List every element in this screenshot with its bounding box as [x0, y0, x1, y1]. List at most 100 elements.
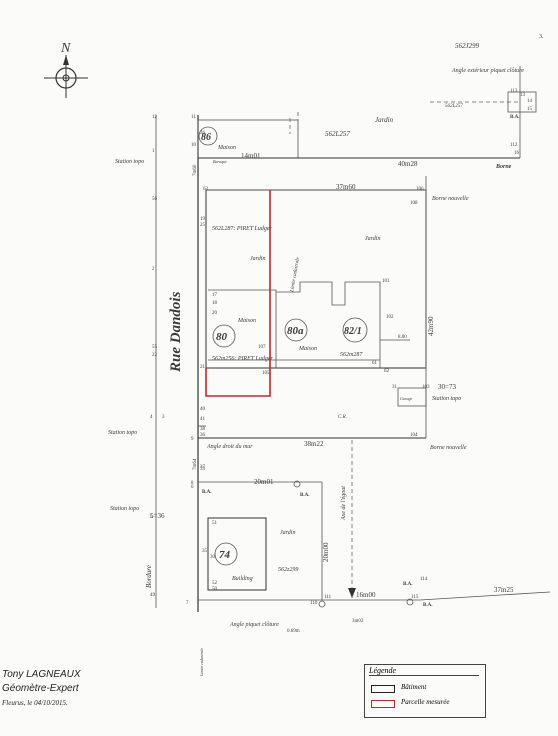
point-number: 35	[202, 549, 208, 554]
jardin-74-label: Jardin	[280, 530, 295, 536]
page-number: 3.	[539, 34, 544, 40]
point-number: 13	[520, 93, 526, 98]
parcel-80-circle	[212, 324, 236, 348]
point-number: 61	[372, 361, 378, 366]
surveyor-name: Tony LAGNEAUX	[2, 669, 81, 680]
point-number: 33	[200, 467, 206, 472]
limite-cadastrale-2: Limite cadastrale	[199, 648, 204, 677]
borne-nouvelle-2: Borne nouvelle	[430, 445, 467, 451]
ba-label-3: B.A.	[300, 493, 310, 498]
ba-label-5: B.A.	[423, 603, 433, 608]
point-number: 8	[191, 481, 194, 486]
cadastre-562l257: 562L257	[325, 130, 350, 138]
garage-label: Garage	[400, 396, 412, 401]
cr-label: C.R.	[338, 415, 347, 420]
building-74	[207, 517, 267, 591]
measure-7m64: 7m64	[193, 458, 198, 470]
surveyor-block: Tony LAGNEAUX Géomètre-Expert Fleurus, l…	[2, 668, 112, 710]
measure-5m36: 5=36	[150, 512, 165, 520]
measure-7m60: 7m60	[193, 164, 198, 176]
point-number: 2	[152, 267, 155, 272]
legend-parcel-swatch	[371, 700, 395, 708]
borne-label: Borne	[495, 164, 512, 170]
point-number: 10	[191, 143, 197, 148]
point-number: 37	[200, 465, 206, 470]
parcel-86-label: 86	[201, 132, 211, 143]
legend-item-building: Bâtiment	[401, 683, 427, 691]
point-number: 21	[200, 365, 206, 370]
point-number: 16	[514, 151, 520, 156]
measure-37m60: 37m60	[336, 183, 356, 191]
station-topo-1: Station topo	[115, 159, 144, 165]
point-number: 11	[191, 115, 196, 120]
point-number: 52	[212, 581, 218, 586]
angle-exterieur-label: Angle extérieur piquet clôture	[451, 68, 524, 74]
legend-title: Légende	[369, 666, 479, 676]
point-number: 17	[212, 293, 218, 298]
baraque-label: Baraque	[213, 159, 227, 164]
measure-40m28: 40m28	[398, 160, 418, 168]
street-name: Rue Dandois	[168, 291, 184, 373]
point-number: 31	[392, 385, 398, 390]
ba-label-1: B.A.	[510, 115, 520, 120]
point-number: 50	[212, 587, 218, 592]
point-number: 40	[200, 407, 206, 412]
point-number: 101	[382, 279, 390, 284]
limite-cadastrale-label: Limite cadastrale	[290, 256, 301, 293]
point-number: 55	[152, 345, 158, 350]
point-number: 18	[212, 301, 218, 306]
station-tapo-right: Station tapo	[432, 396, 461, 402]
point-number: 51	[212, 521, 218, 526]
point-number: 103	[422, 385, 430, 390]
point-number: 112	[510, 143, 518, 148]
north-label: N	[60, 41, 71, 56]
owner-piret-bottom: 562m256: PIRET Ludger	[212, 356, 274, 362]
point-number: 113	[510, 89, 518, 94]
legend-building-swatch	[371, 685, 395, 693]
ba-label-2: B.A.	[202, 490, 212, 495]
point-number: 4	[150, 415, 153, 420]
point-number: 107	[258, 345, 266, 350]
point-number: 56	[152, 197, 158, 202]
measured-parcel-red	[205, 190, 271, 397]
point-numbers: 1112123456789101314151617181920212225263…	[150, 89, 533, 606]
point-number: 9	[191, 437, 194, 442]
measure-37m25: 37m25	[494, 586, 514, 594]
point-number: 36	[200, 433, 206, 438]
parcel-86-circle	[198, 126, 218, 146]
point-number: 38	[200, 427, 206, 432]
cadastre-562z299: 562z299	[278, 567, 298, 573]
point-number: 1	[152, 149, 155, 154]
point-number: 63	[203, 187, 209, 192]
point-number: 19	[200, 217, 206, 222]
point-number: 110	[310, 601, 318, 606]
point-number: 6	[191, 485, 194, 490]
point-number: 3	[162, 415, 165, 420]
point-number: 20	[212, 311, 218, 316]
point-number: 102	[386, 315, 394, 320]
measure-38m22: 38m22	[304, 440, 324, 448]
point-number: 12	[152, 115, 158, 120]
angle-droit-mur: Angle droit du mur	[206, 444, 253, 450]
parcel-74-label: 74	[219, 549, 231, 561]
parcel-block	[205, 189, 427, 369]
measure-16m00: 16m00	[356, 591, 376, 599]
jardin-82-label: Jardin	[365, 236, 380, 242]
building-label: Building	[232, 576, 253, 582]
surveyor-role: Géomètre-Expert	[2, 683, 79, 694]
parcel-82-label: 82/1	[344, 326, 362, 337]
measure-42m90: 42m90	[427, 316, 435, 336]
station-topo-2: Station topo	[108, 430, 137, 436]
point-number: 7	[186, 601, 189, 606]
point-number: 15	[527, 107, 533, 112]
point-number: 106	[416, 187, 424, 192]
point-number: 41	[200, 417, 206, 422]
point-number: 26	[200, 131, 206, 136]
point-number: 25	[200, 223, 206, 228]
maison-80a-label: Maison	[298, 346, 317, 352]
point-number: 115	[411, 595, 419, 600]
measure-20m00: 20m00	[322, 542, 330, 562]
cadastre-small: 562L257	[445, 104, 463, 109]
